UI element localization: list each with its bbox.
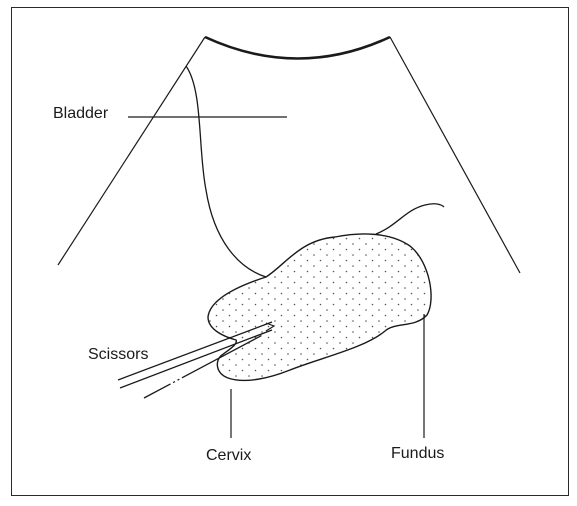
- bladder-label: Bladder: [53, 106, 108, 122]
- view-outline-left: [58, 37, 205, 265]
- view-outline-top: [205, 37, 390, 59]
- cervix-label: Cervix: [206, 448, 251, 464]
- bladder-fold: [186, 66, 266, 277]
- scissors-label: Scissors: [88, 347, 148, 363]
- uterus-body: [208, 234, 431, 380]
- view-outline-right: [390, 37, 520, 273]
- fundus-label: Fundus: [391, 446, 444, 462]
- peritoneal-edge: [376, 204, 444, 234]
